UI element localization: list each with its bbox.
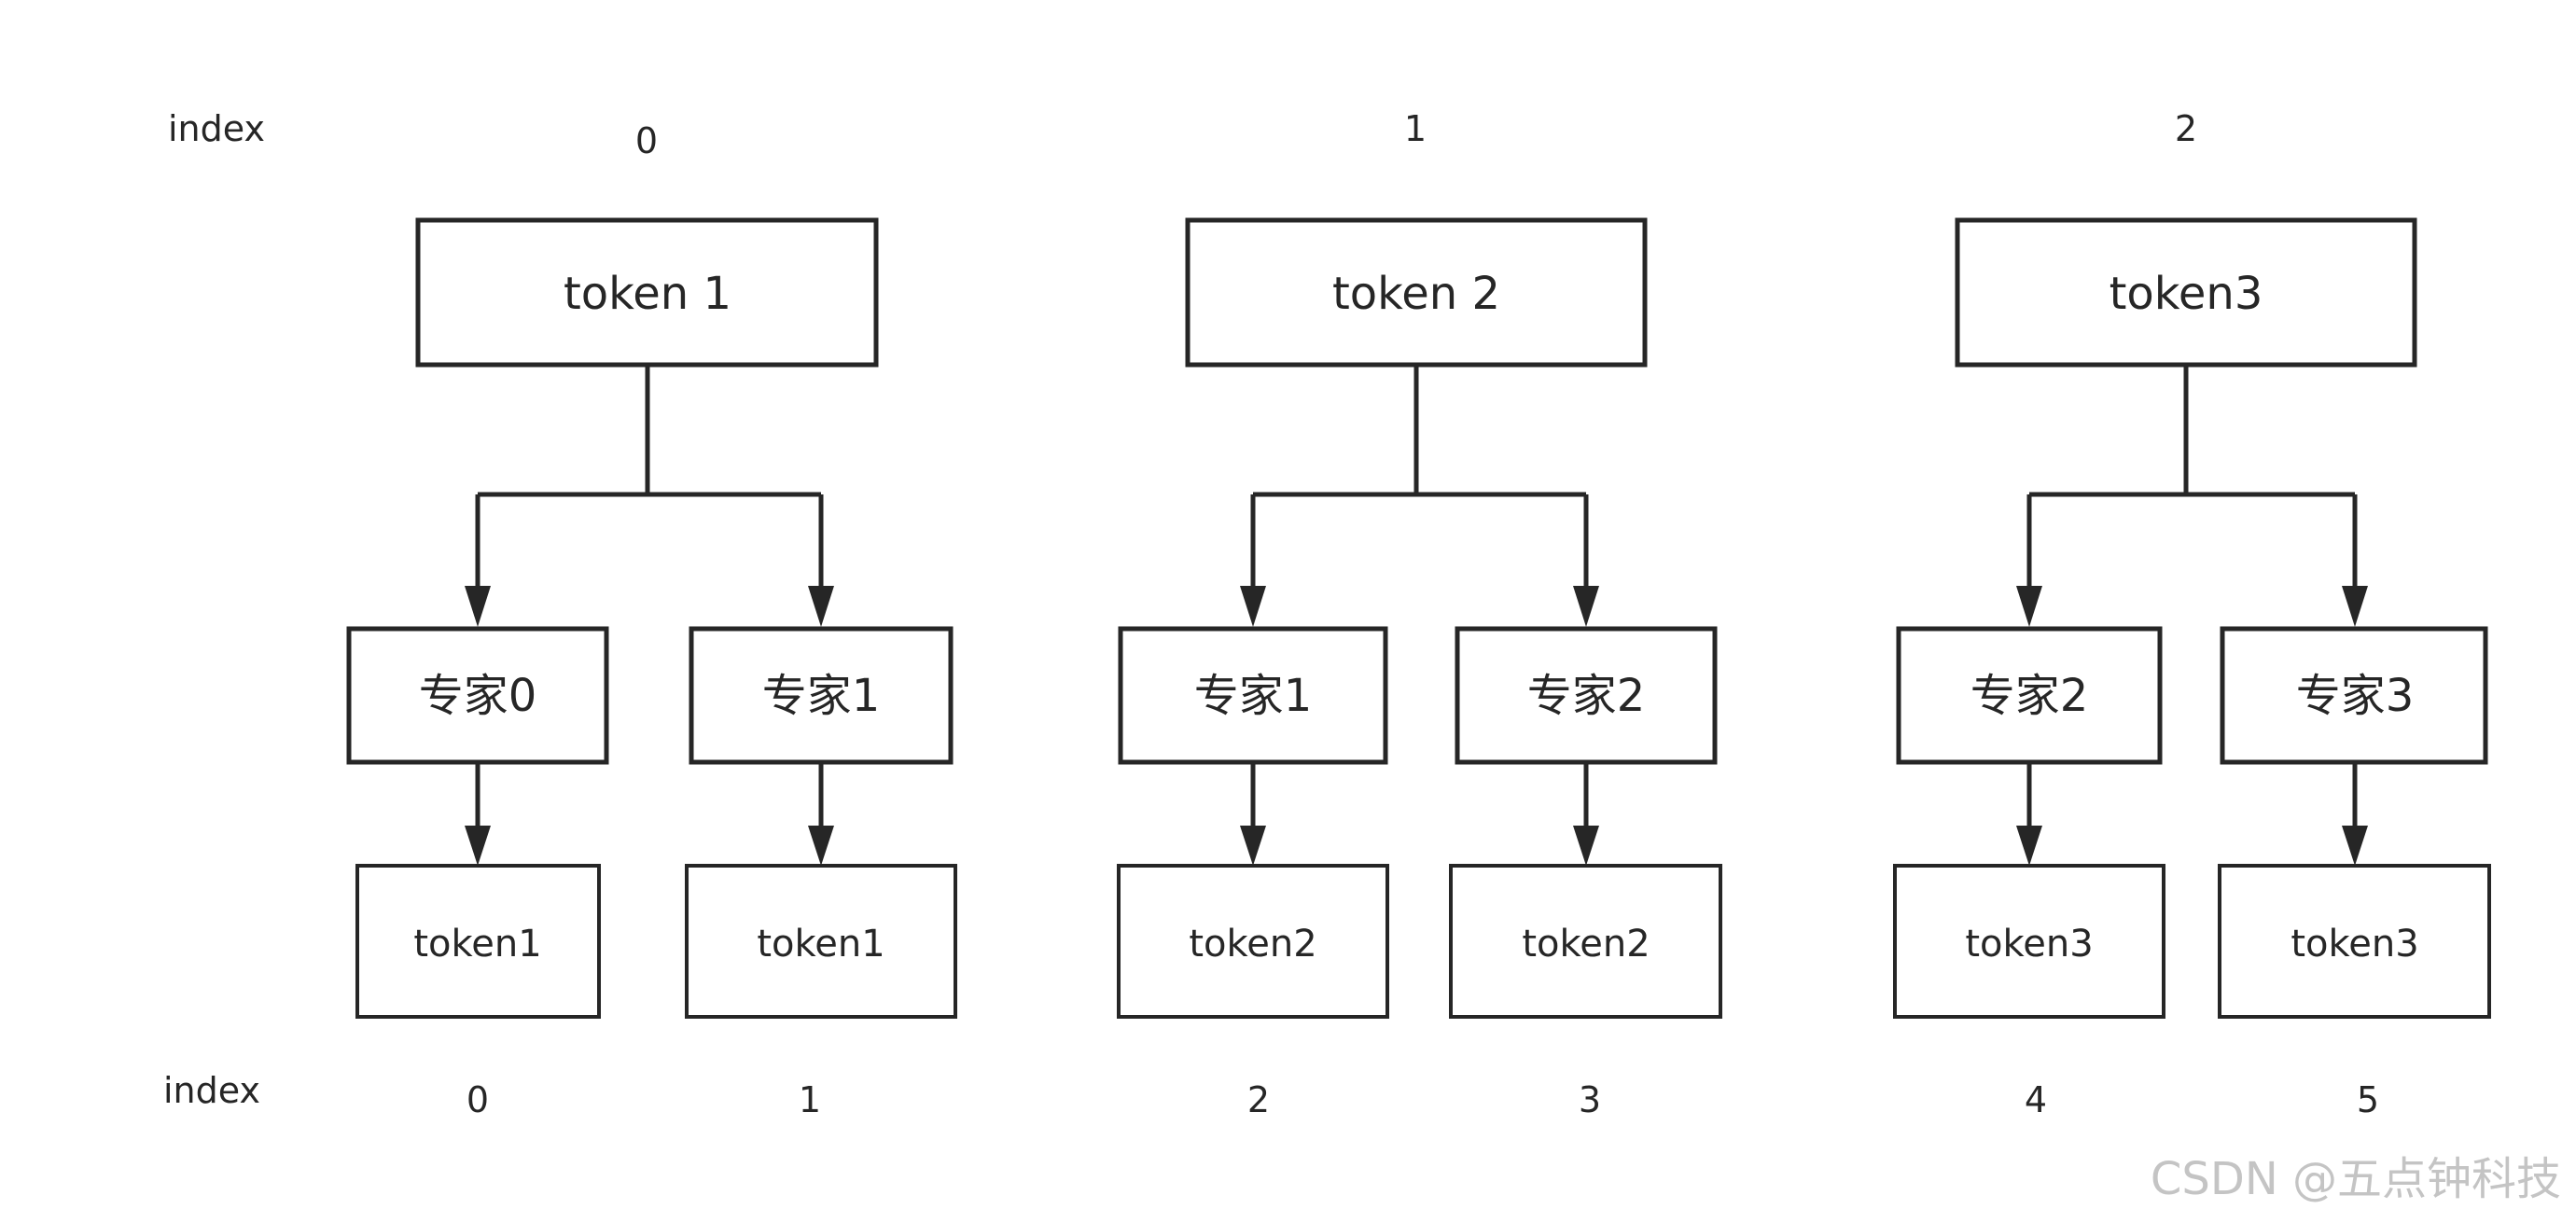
output-token-label: token3 — [2291, 923, 2418, 966]
arrow-head — [2016, 826, 2042, 866]
arrow-head — [1573, 586, 1599, 627]
bottom-index: 1 — [799, 1079, 821, 1120]
token-label-2: token 2 — [1332, 268, 1500, 320]
expert-label: 专家2 — [1970, 670, 2089, 722]
index-label-top: index — [168, 108, 265, 149]
split-connector-1 — [475, 365, 824, 590]
bottom-index: 5 — [2357, 1079, 2379, 1120]
arrow-head — [2342, 826, 2368, 866]
expert-box — [346, 626, 609, 765]
output-token-box — [685, 864, 957, 1019]
expert-box — [689, 626, 954, 765]
bottom-index: 3 — [1579, 1079, 1601, 1120]
arrow-head — [808, 586, 834, 627]
output-token-box — [355, 864, 601, 1019]
expert-label: 专家2 — [1527, 670, 1646, 722]
index-label-bottom: index — [163, 1070, 260, 1111]
bottom-index: 2 — [1247, 1079, 1270, 1120]
expert-label: 专家1 — [762, 670, 881, 722]
top-index-1: 1 — [1404, 108, 1427, 149]
output-token-box — [1117, 864, 1389, 1019]
output-token-box — [1893, 864, 2165, 1019]
split-connector-3 — [2026, 365, 2358, 590]
token-box-2 — [1185, 217, 1648, 368]
arrow-head — [465, 826, 491, 866]
expert-box — [1896, 626, 2163, 765]
output-token-label: token1 — [413, 923, 541, 966]
arrow-head — [808, 826, 834, 866]
expert-box — [2220, 626, 2488, 765]
arrow-head — [2016, 586, 2042, 627]
expert-label: 专家0 — [419, 670, 537, 722]
arrow-head — [1240, 826, 1266, 866]
bottom-index: 0 — [466, 1079, 489, 1120]
watermark: CSDN @五点钟科技 — [2151, 1153, 2561, 1205]
token-label-3: token3 — [2110, 268, 2263, 320]
expert-label: 专家3 — [2296, 670, 2415, 722]
expert-box — [1118, 626, 1388, 765]
output-token-box — [1449, 864, 1722, 1019]
top-index-0: 0 — [635, 120, 658, 161]
expert-box — [1455, 626, 1718, 765]
token-box-3 — [1955, 217, 2417, 368]
bottom-index: 4 — [2025, 1079, 2047, 1120]
arrow-head — [1240, 586, 1266, 627]
output-token-label: token1 — [757, 923, 884, 966]
arrow-head — [1573, 826, 1599, 866]
top-index-2: 2 — [2175, 108, 2197, 149]
arrow-head — [465, 586, 491, 627]
arrow-head — [2342, 586, 2368, 627]
expert-label: 专家1 — [1194, 670, 1313, 722]
output-token-label: token3 — [1965, 923, 2093, 966]
split-connector-2 — [1250, 365, 1589, 590]
output-token-label: token2 — [1189, 923, 1316, 966]
token-label-1: token 1 — [564, 268, 731, 320]
output-token-label: token2 — [1522, 923, 1650, 966]
token-box-1 — [415, 217, 879, 368]
output-token-box — [2218, 864, 2491, 1019]
